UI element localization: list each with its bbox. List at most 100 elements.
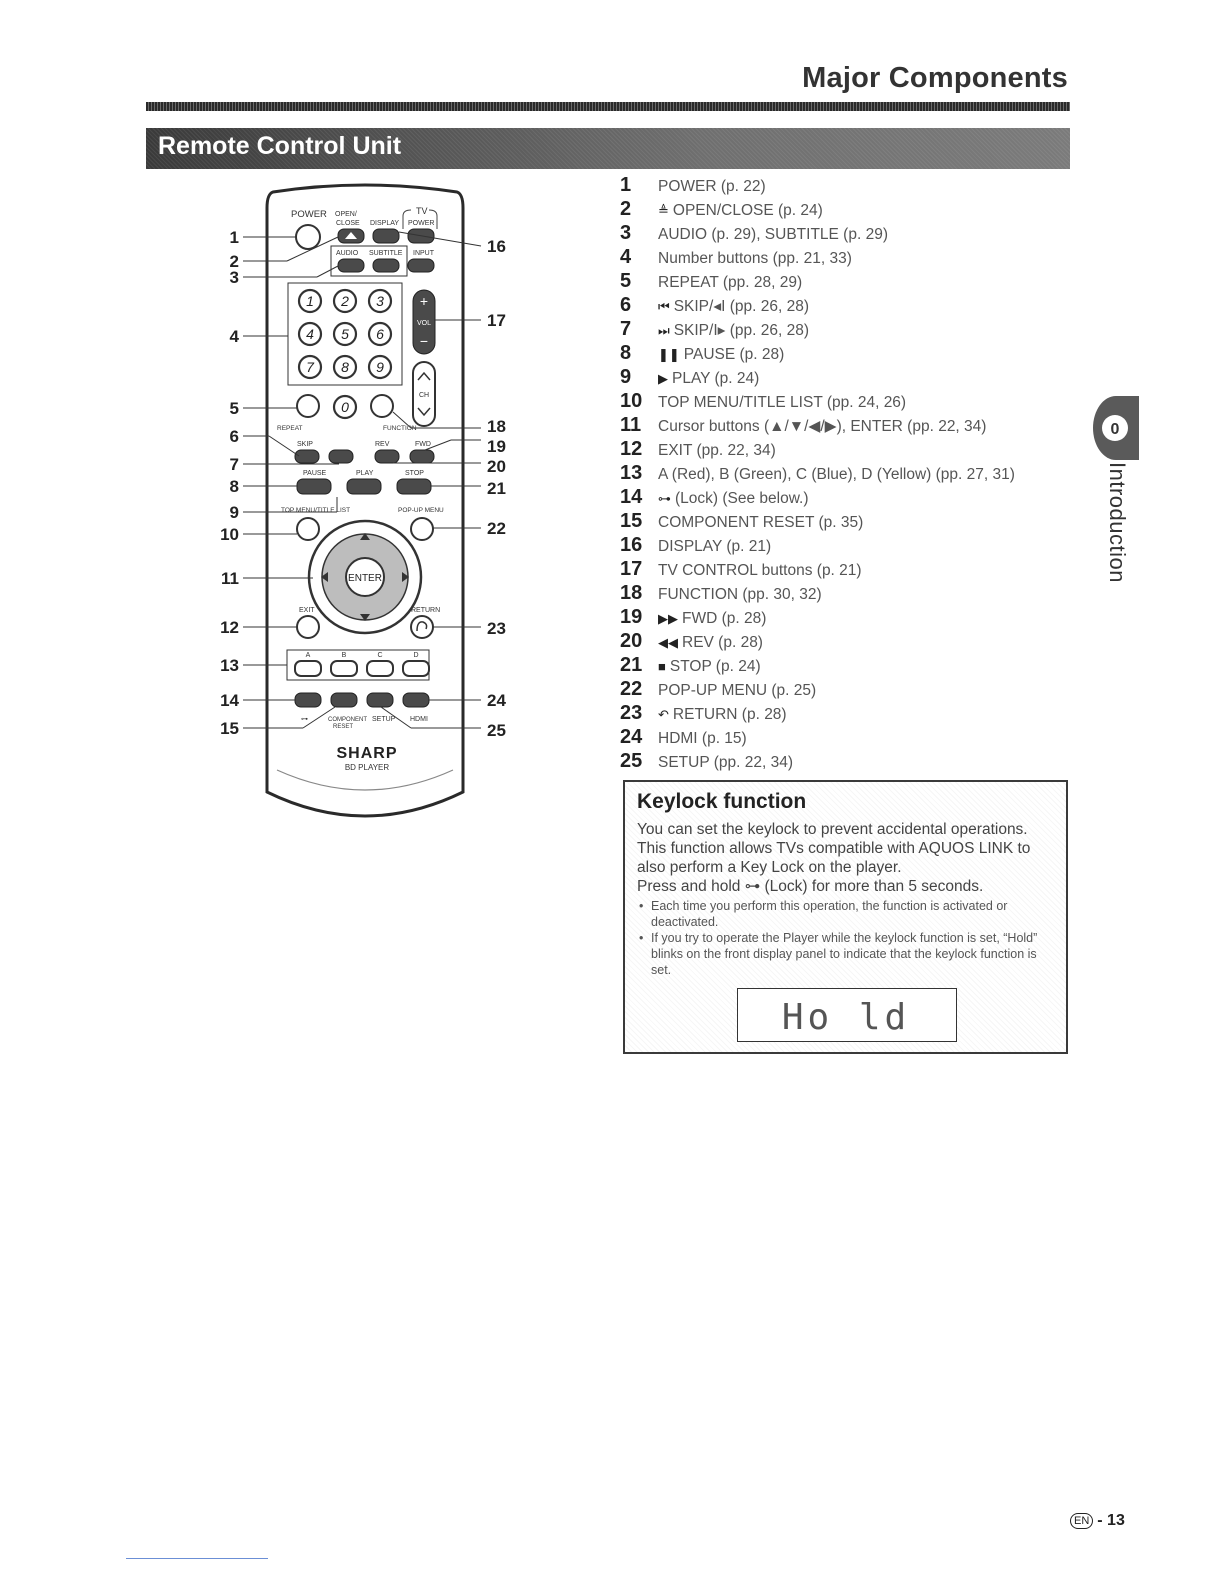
label-hdmi: HDMI [410, 716, 428, 723]
play-button[interactable] [346, 478, 382, 495]
number-button[interactable] [297, 354, 323, 380]
fwd-button[interactable] [409, 449, 435, 464]
item-text: Cursor buttons (▲/▼/◀/▶), ENTER (pp. 22,… [658, 418, 987, 435]
label-close: CLOSE [336, 220, 360, 227]
number-button[interactable] [367, 354, 393, 380]
a-red-button[interactable] [294, 660, 322, 677]
number-button[interactable] [332, 288, 358, 314]
item-number: 14 [620, 486, 643, 508]
skip-back-button[interactable] [294, 449, 320, 464]
stop-button[interactable] [396, 478, 432, 495]
skip-back-icon: ⏮ [658, 299, 670, 314]
stop-icon: ■ [658, 659, 666, 674]
return-icon: ↶ [658, 707, 669, 722]
number-button[interactable] [367, 321, 393, 347]
item-number: 9 [620, 366, 632, 388]
ch-rocker[interactable] [412, 361, 436, 427]
number-button[interactable] [297, 321, 323, 347]
return-button[interactable] [410, 615, 434, 639]
vol-rocker[interactable] [412, 289, 436, 355]
power-button[interactable] [295, 224, 321, 250]
number-button[interactable] [332, 394, 358, 420]
callout-20: 20 [487, 457, 506, 476]
item-number: 3 [620, 222, 632, 244]
keylock-paragraph: You can set the keylock to prevent accid… [637, 821, 1031, 876]
ch-down-icon [417, 407, 431, 417]
label-model: BD PLAYER [345, 763, 390, 772]
callout-10: 10 [220, 525, 239, 544]
audio-button[interactable] [337, 258, 365, 273]
list-item: 8❚❚PAUSE (p. 28) [620, 342, 1080, 366]
item-number: 7 [620, 318, 632, 340]
cursor-up-icon[interactable] [360, 533, 370, 540]
label-stop: STOP [405, 470, 424, 477]
label-c: C [377, 652, 382, 659]
list-item: 23↶RETURN (p. 28) [620, 702, 1080, 726]
hdmi-button[interactable] [402, 692, 430, 708]
item-text: RETURN (p. 28) [672, 706, 787, 723]
keylock-notes: Each time you perform this operation, th… [637, 898, 1057, 978]
callout-2: 2 [230, 252, 239, 271]
item-text: PAUSE (p. 28) [683, 346, 785, 363]
list-item: 7⏭SKIP/I▸ (pp. 26, 28) [620, 318, 1080, 342]
item-text: POWER (p. 22) [658, 178, 766, 195]
vol-up-icon: + [420, 293, 428, 309]
cursor-right-icon[interactable] [402, 572, 409, 582]
item-number: 1 [620, 174, 632, 196]
repeat-button[interactable] [296, 394, 320, 418]
chapter-number: 0 [1111, 421, 1120, 438]
keylock-box: Keylock function You can set the keylock… [623, 780, 1068, 1054]
callout-11: 11 [221, 569, 239, 588]
callout-14: 14 [220, 691, 239, 710]
display-button[interactable] [372, 228, 400, 244]
play-icon: ▶ [658, 371, 668, 386]
cursor-left-icon[interactable] [321, 572, 328, 582]
pause-button[interactable] [296, 478, 332, 495]
label-tv-power: POWER [408, 220, 434, 227]
label-repeat: REPEAT [277, 425, 303, 432]
popup-menu-button[interactable] [410, 517, 434, 541]
component-reset-button[interactable] [330, 692, 358, 708]
number-button[interactable] [332, 354, 358, 380]
c-blue-button[interactable] [366, 660, 394, 677]
number-button[interactable] [332, 321, 358, 347]
callout-3: 3 [230, 268, 239, 287]
callout-lines [243, 231, 482, 729]
section-title: Remote Control Unit [158, 132, 402, 160]
exit-button[interactable] [296, 615, 320, 639]
label-a: A [306, 652, 311, 659]
chapter-label: Introduction [1105, 462, 1130, 583]
cursor-down-icon[interactable] [360, 614, 370, 621]
vol-down-icon: − [420, 333, 428, 349]
callout-23: 23 [487, 619, 506, 638]
function-button[interactable] [370, 394, 394, 418]
lock-button[interactable] [294, 692, 322, 708]
enter-button[interactable] [345, 557, 385, 597]
setup-button[interactable] [366, 692, 394, 708]
number-button[interactable] [367, 288, 393, 314]
skip-forward-button[interactable] [328, 449, 354, 464]
digit-label: 8 [341, 359, 349, 375]
label-enter: ENTER [348, 573, 382, 584]
item-number: 11 [620, 414, 642, 436]
list-item: 2≜OPEN/CLOSE (p. 24) [620, 198, 1080, 222]
top-menu-button[interactable] [296, 517, 320, 541]
callout-18: 18 [487, 417, 506, 436]
lock-icon: ⊶ [658, 491, 671, 506]
digit-label: 9 [376, 359, 384, 375]
rev-button[interactable] [374, 449, 400, 464]
page-number: EN - 13 [1070, 1512, 1125, 1530]
language-badge: EN [1070, 1513, 1094, 1529]
subtitle-button[interactable] [372, 258, 400, 273]
item-number: 16 [620, 534, 643, 556]
number-button[interactable] [297, 288, 323, 314]
digit-label: 2 [340, 293, 349, 309]
input-button[interactable] [407, 258, 435, 273]
item-number: 6 [620, 294, 632, 316]
b-green-button[interactable] [330, 660, 358, 677]
d-yellow-button[interactable] [402, 660, 430, 677]
label-d: D [413, 652, 418, 659]
